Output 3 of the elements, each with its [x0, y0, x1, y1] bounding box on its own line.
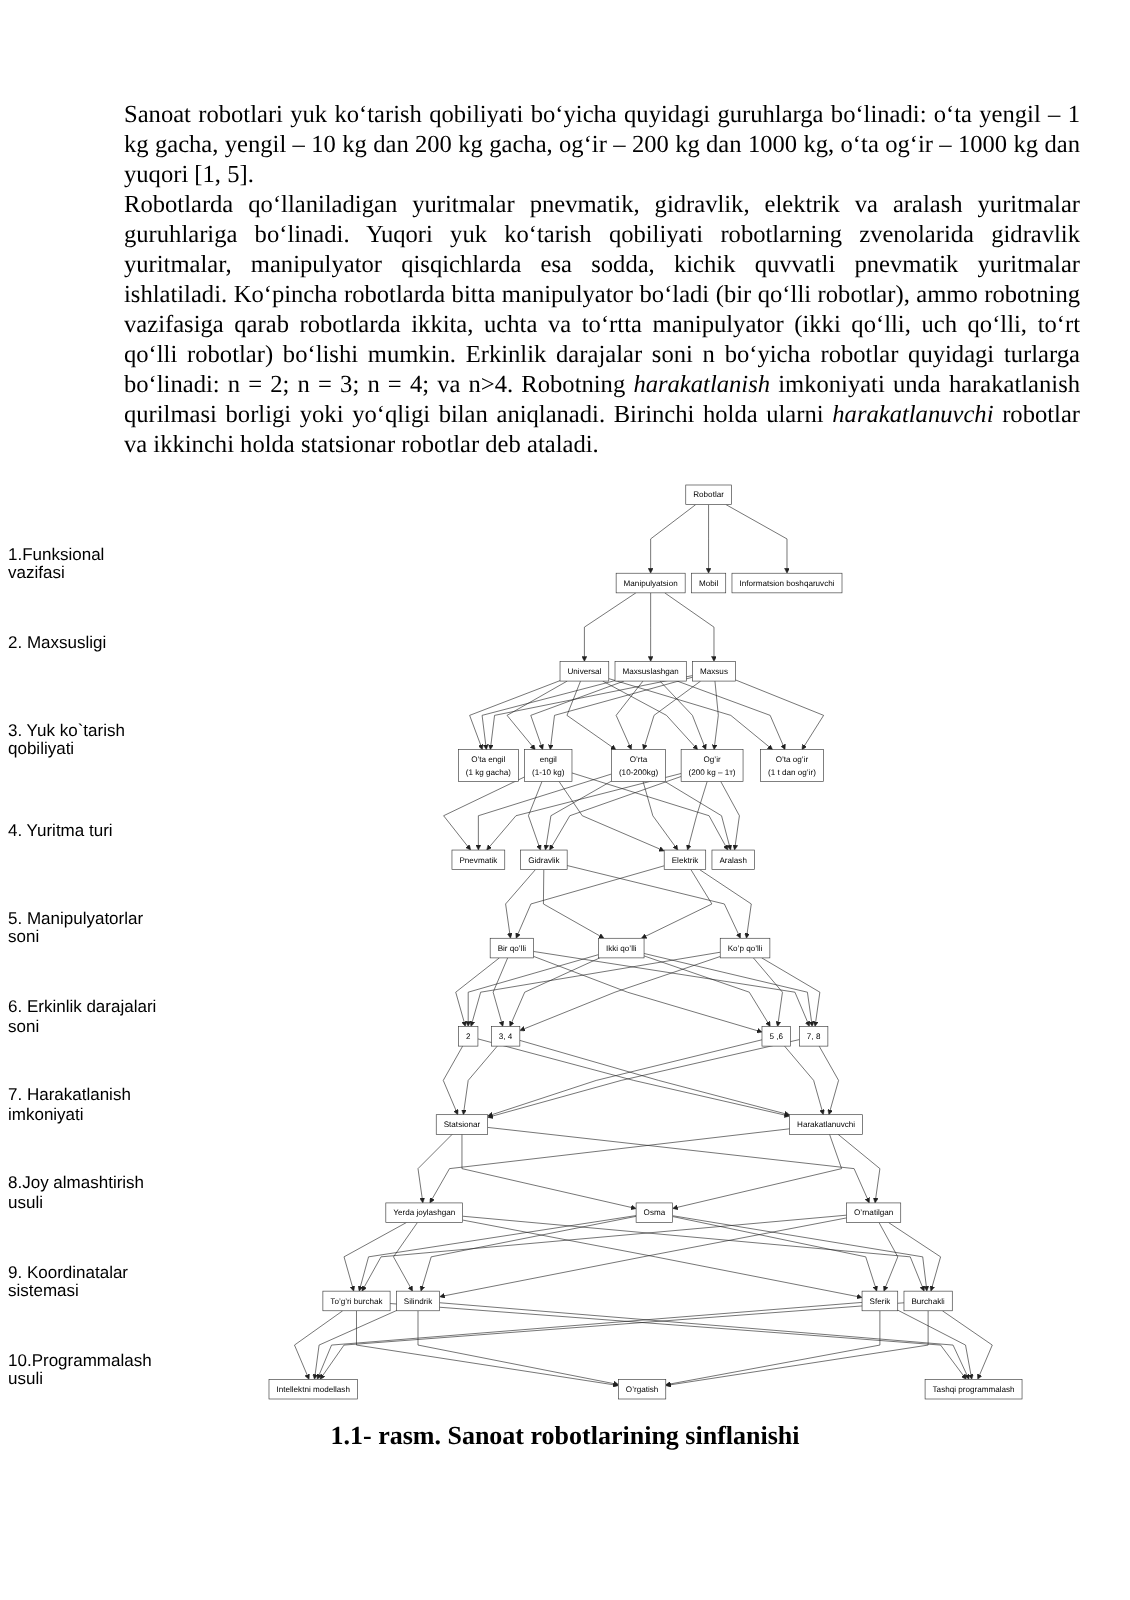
- paragraph-text: Robotlarda qo‘llaniladigan yuritmalar pnevmatik, gidravlik, elektrik va aralash yuritmalar guruhlariga bo‘linadi. Yuqori yuk ko‘tarish qobiliyati robotlarning zvenolarida gidravlik yuritmalar, manipulyator qisqichlarda esa sodda, kichik quvvatli pnevmatik yuritmalar ishlatiladi. Ko‘pincha robotlarda bitta manipulyator bo‘ladi (bir qo‘lli robotlar), ammo robotning vazifasiga qarab robotlarda ikkita, uchta va to‘rtta manipulyator (ikki qo‘lli, uch qo‘lli, to‘rt qo‘lli robotlar) bo‘lishi mumkin. Erkinlik darajalar soni n bo‘yicha robotlar quyidagi turlarga bo‘linadi: n = 2; n = 3; n = 4; va n>4. Robotning harakatlanish imkoniyati unda harakatlanish qurilmasi borligi yoki yo‘qligi bilan aniqlanadi. Birinchi holda ularni harakatlanuvchi robotlar va ikkinchi holda statsionar robotlar deb ataladi.: [124, 190, 1080, 460]
- figure-caption: 1.1- rasm. Sanoat robotlarining sinflanishi: [328, 1420, 802, 1452]
- paragraph-text: Sanoat robotlari yuk ko‘tarish qobiliyati bo‘yicha quyidagi guruhlarga bo‘linadi: o‘ta yengil – 1 kg gacha, yengil – 10 kg dan 200 kg gacha, og‘ir – 200 kg dan 1000 kg, o‘ta og‘ir – 1000 kg dan yuqori [1, 5].: [124, 100, 1080, 190]
